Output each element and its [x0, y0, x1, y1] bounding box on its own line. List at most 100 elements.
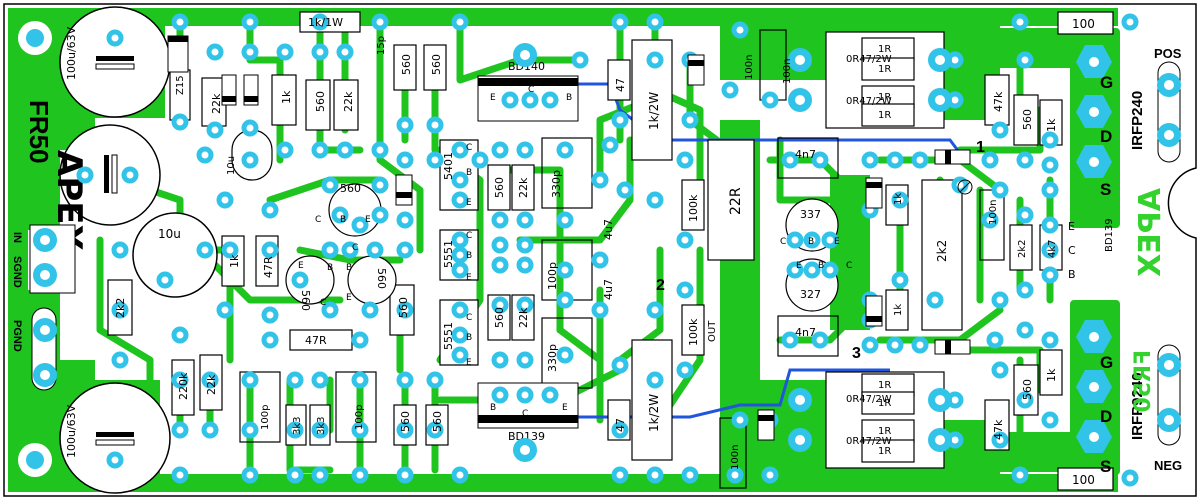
label-r23: 47 — [614, 78, 627, 92]
label-n1: 1 — [976, 139, 985, 156]
label-r7: 1k/1W — [308, 16, 343, 29]
label-r48: 47k — [992, 419, 1005, 440]
label-r38: 1R — [878, 110, 891, 121]
emitter-resistor-labels: 1R 1R 1R 1R 1R 1R 1R 1R 0R47/2W 0R47/2W … — [846, 17, 1095, 487]
svg-text:C: C — [466, 313, 472, 323]
label-r28: 100k — [687, 318, 700, 346]
label-pgnd: PGND — [11, 320, 23, 352]
diodes — [167, 35, 973, 441]
label-r47: 47k — [992, 91, 1005, 112]
emitter-resistors — [825, 31, 945, 469]
label-r35: 1R — [878, 44, 891, 55]
cap-top-left: 100u/63V — [59, 6, 171, 118]
label-r10: 560 — [397, 297, 410, 318]
label-c12: 100n — [782, 59, 793, 84]
svg-text:B: B — [327, 263, 333, 273]
label-irfp240: IRFP240 — [1129, 91, 1146, 150]
label-r36: 1R — [878, 64, 891, 75]
board-title: FR50 — [24, 100, 54, 164]
svg-text:C: C — [1068, 244, 1076, 257]
title-mirrored: FR50 — [1131, 350, 1156, 413]
label-r17: 560 — [399, 411, 412, 432]
label-q2: 560 — [299, 290, 312, 311]
label-g-top: G — [1100, 73, 1113, 92]
label-c1: 15p — [376, 36, 387, 55]
svg-text:E: E — [796, 261, 802, 271]
label-r18: 560 — [431, 411, 444, 432]
pin-letters: C B E E C B C B E C B E C B E C B E C B … — [298, 85, 852, 419]
label-r19: 560 — [493, 177, 506, 198]
label-r39: 1R — [878, 380, 891, 391]
svg-text:E: E — [466, 358, 472, 368]
svg-text:B: B — [808, 237, 814, 247]
label-r13: 220k — [177, 372, 190, 400]
label-r8: 1k — [228, 254, 241, 268]
label-c15: 4n7 — [795, 326, 816, 339]
svg-text:B: B — [490, 403, 496, 413]
mounting-holes — [18, 21, 52, 477]
label-q1: 560 — [340, 182, 361, 195]
label-r41: 1R — [878, 426, 891, 437]
label-r6: 560 — [430, 54, 443, 75]
label-c2: 10u — [226, 156, 237, 175]
svg-text:C: C — [315, 215, 321, 225]
cap-100u-label: 10u — [158, 227, 181, 241]
label-r4: 22k — [342, 91, 355, 112]
svg-text:C: C — [528, 85, 534, 95]
label-out: OUT — [707, 320, 718, 342]
label-r5: 560 — [400, 54, 413, 75]
label-r14: 22k — [205, 374, 218, 395]
label-q5: 5551 — [442, 240, 455, 268]
label-q4: 5401 — [442, 152, 455, 180]
label-c4: 100p — [260, 405, 271, 430]
label-r1: 22k — [210, 93, 223, 114]
label-r31: 1k — [893, 304, 904, 316]
svg-text:C: C — [780, 237, 786, 247]
svg-text:C: C — [466, 231, 472, 241]
svg-text:B: B — [1068, 268, 1076, 281]
label-r50: 560 — [1021, 379, 1034, 400]
label-r49: 560 — [1021, 109, 1034, 130]
svg-text:C: C — [846, 261, 852, 271]
label-r51: 1k — [1045, 118, 1058, 132]
label-neg: NEG — [1154, 458, 1182, 473]
label-g-bot: G — [1100, 353, 1113, 372]
label-d-bot: D — [1100, 407, 1112, 426]
label-r34: 4k7 — [1047, 239, 1058, 258]
svg-text:E: E — [298, 261, 304, 271]
cap-bot-left-label: 100u/63V — [65, 404, 78, 458]
svg-text:B: B — [466, 333, 472, 343]
label-s-top: S — [1100, 180, 1111, 199]
label-r42: 1R — [878, 446, 891, 457]
svg-text:E: E — [562, 403, 568, 413]
svg-text:B: B — [466, 251, 472, 261]
label-r9: 47R — [262, 256, 275, 278]
label-r53: 100 — [1072, 17, 1095, 31]
label-r11: 2k2 — [114, 298, 127, 318]
svg-text:C: C — [352, 243, 358, 253]
label-sgnd: SGND — [11, 256, 23, 288]
logo-right: APEX FR50 — [1131, 188, 1168, 413]
svg-text:E: E — [834, 237, 840, 247]
brand-logo-mirrored: APEX — [1133, 188, 1168, 277]
label-c13: 100n — [730, 445, 741, 470]
svg-text:B: B — [566, 93, 572, 103]
label-r24: 47 — [614, 418, 627, 432]
output-labels: POS NEG G D S G D S IRFP240 IRFP9240 BD1… — [656, 46, 1182, 476]
label-c5: 100p — [354, 405, 365, 430]
label-c10: 4u7 — [602, 279, 615, 300]
label-r26: 1k/2W — [647, 394, 661, 432]
label-q8: 327 — [800, 288, 821, 301]
label-c11: 100n — [744, 55, 755, 80]
svg-text:E: E — [346, 293, 352, 303]
label-r45: 0R47/2W — [846, 394, 892, 405]
resistor-bodies — [107, 11, 1114, 491]
svg-text:E: E — [466, 273, 472, 283]
label-r46: 0R47/2W — [846, 436, 892, 447]
label-r21: 560 — [493, 307, 506, 328]
label-r40: 1R — [878, 398, 891, 409]
bd139-label: BD139 — [508, 430, 545, 443]
label-s-bot: S — [1100, 457, 1111, 476]
label-c7: 100p — [546, 262, 559, 290]
